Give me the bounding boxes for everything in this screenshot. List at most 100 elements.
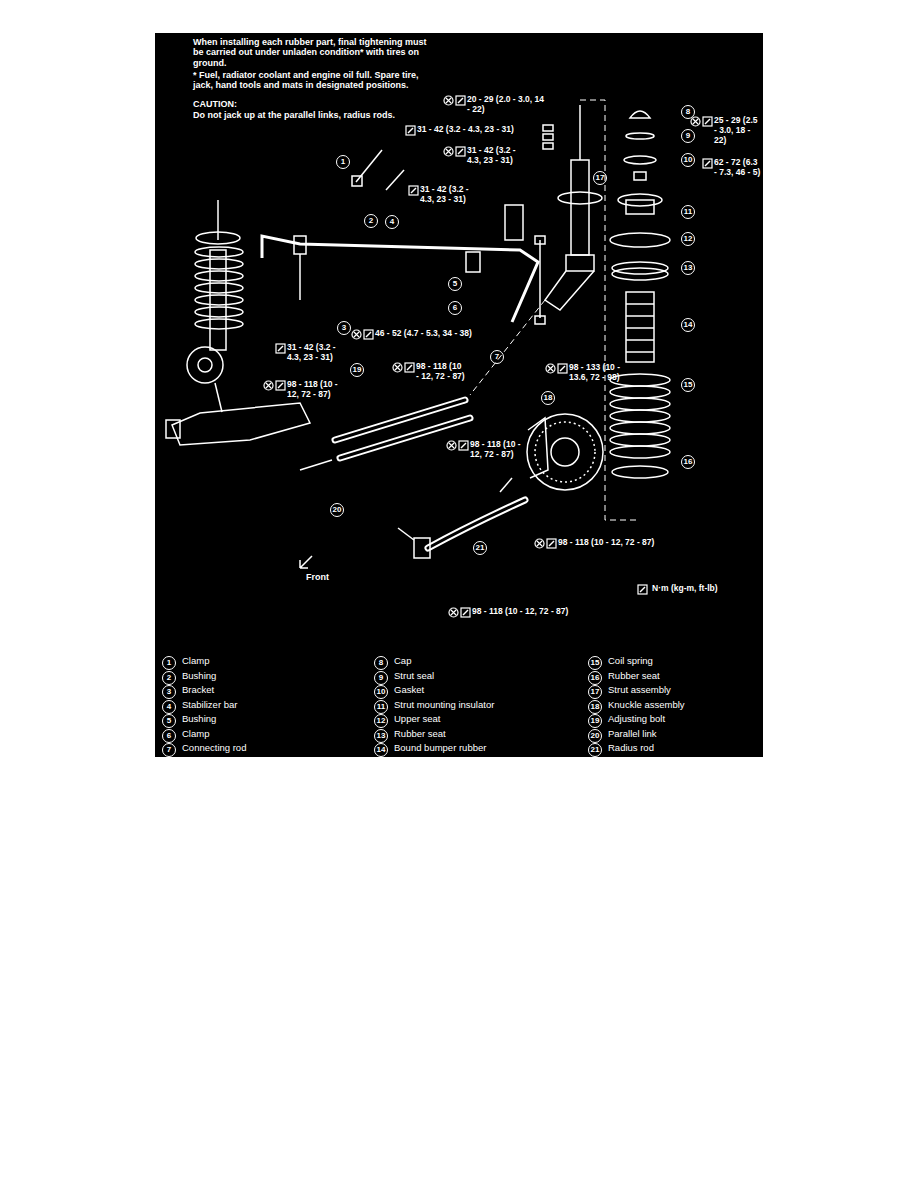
replace-symbol xyxy=(354,332,360,338)
torque-spec: 98 - 118 (10 - 12, 72 - 87) xyxy=(558,538,654,548)
replace-symbol xyxy=(393,363,402,372)
callout-number: 19 xyxy=(588,714,602,728)
torque-spec: 46 - 52 (4.7 - 5.3, 34 - 38) xyxy=(375,329,472,339)
callout-number: 2 xyxy=(162,671,176,685)
callout-number: 13 xyxy=(681,261,695,275)
part-name: Stabilizer bar xyxy=(182,700,237,711)
torque-symbol xyxy=(409,186,418,195)
torque-symbol xyxy=(547,539,556,548)
torque-symbol xyxy=(560,366,565,371)
torque-spec: 31 - 42 (3.2 - 4.3, 23 - 31) xyxy=(287,343,337,363)
replace-symbol xyxy=(546,364,555,373)
part-name: Parallel link xyxy=(608,729,657,740)
replace-symbol xyxy=(446,98,452,104)
part-name: Strut assembly xyxy=(608,685,671,696)
part-name: Connecting rod xyxy=(182,743,246,754)
part-name: Rubber seat xyxy=(608,671,660,682)
torque-symbol xyxy=(278,346,283,351)
callout-number: 5 xyxy=(448,277,462,291)
part-name: Bushing xyxy=(182,714,216,725)
note-text: * Fuel, radiator coolant and engine oil … xyxy=(193,70,428,91)
callout-number: 21 xyxy=(473,541,487,555)
torque-symbol xyxy=(406,126,415,135)
legend-symbol xyxy=(638,585,647,594)
callout-number: 20 xyxy=(330,503,344,517)
callout-number: 5 xyxy=(162,714,176,728)
part-name: Clamp xyxy=(182,729,209,740)
callout-number: 16 xyxy=(681,455,695,469)
torque-spec: 98 - 118 (10 - 12, 72 - 87) xyxy=(472,607,568,617)
torque-spec: 98 - 118 (10 - 12, 72 - 87) xyxy=(416,362,466,382)
torque-spec: 31 - 42 (3.2 - 4.3, 23 - 31) xyxy=(417,125,514,135)
torque-spec: 25 - 29 (2.5 - 3.0, 18 - 22) xyxy=(714,116,762,145)
replace-symbol xyxy=(548,366,554,372)
replace-symbol xyxy=(691,117,700,126)
torque-symbol xyxy=(705,119,710,124)
part-name: Adjusting bolt xyxy=(608,714,665,725)
callout-number: 4 xyxy=(162,700,176,714)
part-name: Strut seal xyxy=(394,671,434,682)
replace-symbol xyxy=(444,147,453,156)
replace-symbol xyxy=(537,541,543,547)
note-text: Do not jack up at the parallel links, ra… xyxy=(193,110,395,120)
callout-number: 15 xyxy=(588,656,602,670)
callout-number: 6 xyxy=(162,729,176,743)
part-name: Upper seat xyxy=(394,714,440,725)
torque-spec: 20 - 29 (2.0 - 3.0, 14 - 22) xyxy=(467,95,549,115)
torque-symbol xyxy=(458,98,463,103)
callout-number: 13 xyxy=(374,729,388,743)
callout-number: 6 xyxy=(448,301,462,315)
callout-number: 3 xyxy=(337,321,351,335)
callout-number: 2 xyxy=(364,214,378,228)
replace-symbol xyxy=(395,365,401,371)
torque-symbol xyxy=(364,330,373,339)
torque-symbol xyxy=(405,363,414,372)
replace-symbol xyxy=(352,330,361,339)
torque-symbol xyxy=(456,147,465,156)
callout-number: 10 xyxy=(374,685,388,699)
callout-number: 11 xyxy=(374,700,388,714)
replace-symbol xyxy=(449,443,455,449)
torque-spec: 31 - 42 (3.2 - 4.3, 23 - 31) xyxy=(467,146,522,166)
torque-symbol xyxy=(461,608,470,617)
torque-symbol xyxy=(276,381,285,390)
direction-label: Front xyxy=(306,572,329,582)
torque-symbol xyxy=(276,344,285,353)
replace-symbol xyxy=(444,96,453,105)
replace-symbol xyxy=(693,119,699,125)
torque-symbol xyxy=(463,610,468,615)
replace-symbol xyxy=(447,441,456,450)
torque-symbol xyxy=(456,96,465,105)
callout-number: 10 xyxy=(681,153,695,167)
part-name: Coil spring xyxy=(608,656,653,667)
replace-symbol xyxy=(446,149,452,155)
callout-number: 18 xyxy=(588,700,602,714)
torque-symbol xyxy=(411,188,416,193)
part-name: Rubber seat xyxy=(394,729,446,740)
note-text: When installing each rubber part, final … xyxy=(193,37,428,68)
callout-number: 14 xyxy=(374,743,388,757)
callout-number: 12 xyxy=(681,232,695,246)
torque-symbol xyxy=(549,541,554,546)
replace-symbol xyxy=(266,383,272,389)
callout-number: 1 xyxy=(162,656,176,670)
part-name: Bushing xyxy=(182,671,216,682)
callout-number: 8 xyxy=(374,656,388,670)
torque-symbol xyxy=(558,364,567,373)
part-name: Strut mounting insulator xyxy=(394,700,494,711)
callout-number: 16 xyxy=(588,671,602,685)
callout-number: 14 xyxy=(681,318,695,332)
callout-number: 17 xyxy=(588,685,602,699)
torque-symbol xyxy=(458,149,463,154)
part-name: Gasket xyxy=(394,685,424,696)
torque-spec: 98 - 118 (10 - 12, 72 - 87) xyxy=(470,440,522,460)
replace-symbol xyxy=(451,610,457,616)
callout-number: 3 xyxy=(162,685,176,699)
torque-symbol xyxy=(408,128,413,133)
part-name: Bracket xyxy=(182,685,214,696)
replace-symbol xyxy=(535,539,544,548)
callout-number: 17 xyxy=(593,171,607,185)
torque-symbol xyxy=(640,587,645,592)
callout-number: 12 xyxy=(374,714,388,728)
